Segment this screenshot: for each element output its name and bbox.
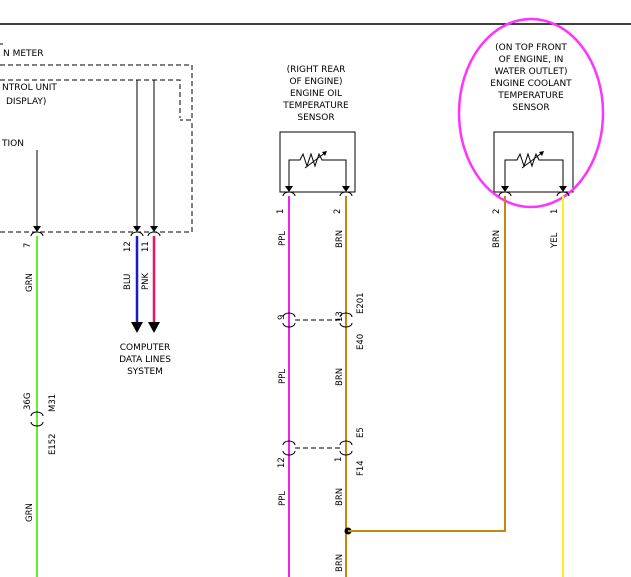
control-unit-inner-box [0,79,181,118]
grn-wire-label-bottom: GRN [25,503,35,522]
coolant-brn-wire-label: BRN [492,230,502,248]
coolant-brn-pin: 2 [492,209,502,214]
coolant-thermistor-icon [521,151,544,169]
grn-wire: 7 GRN 36G M31 E152 GRN [23,231,58,577]
oil-sensor-line3: ENGINE OIL [290,89,342,99]
pnk-pin-label: 11 [141,241,151,252]
brn-c2-pin: 1 [334,457,344,462]
ppl-wire-label-2: PPL [278,369,288,384]
grn-pin-label: 7 [23,243,33,248]
ppl-c1-pin: 9 [277,315,287,320]
blu-wire-label: BLU [123,274,133,290]
yel-wire-label: YEL [550,232,560,249]
grn-connector-pin: 36G [23,393,33,410]
ppl-wire-label-3: PPL [278,491,288,506]
highlight-oval [457,17,605,209]
brn-c1-pin: 13 [335,311,345,322]
coolant-sensor-box [493,131,574,193]
coolant-brn-wire: 2 BRN [348,191,512,532]
pnk-arrow-icon [148,322,160,333]
pnk-wire-label: PNK [141,273,151,290]
oil-sensor-box [279,131,356,193]
coolant-temp-sensor: (ON TOP FRONT OF ENGINE, IN WATER OUTLET… [457,17,605,209]
coolant-sensor-line3: WATER OUTLET) [494,67,567,77]
brn-wire-label-4: BRN [335,554,345,572]
ppl-wire: 1 PPL 9 PPL 12 PPL [276,191,296,577]
blu-arrow-icon [131,322,143,333]
thermistor-icon [304,151,327,169]
control-unit-box [0,64,193,233]
coolant-yel-pin: 1 [550,209,560,214]
oil-sensor-line5: SENSOR [297,113,334,123]
blu-pin-label: 12 [123,241,133,252]
ppl-wire-label-1: PPL [278,231,288,246]
computer-data-lines-line1: COMPUTER [120,343,171,353]
brn-wire: 2 BRN 13 E201 E40 BRN 1 E5 F14 BRN BRN [295,191,366,577]
brn-wire-label-3: BRN [335,488,345,506]
e201-connector-label: E201 [356,292,366,314]
oil-sensor-line1: (RIGHT REAR [287,65,346,75]
computer-data-lines-line2: DATA LINES [119,355,171,365]
control-unit-line2: DISPLAY) [6,97,46,107]
brn-wire-label-1: BRN [335,230,345,248]
coolant-sensor-line4: ENGINE COOLANT [490,79,572,89]
m31-connector-label: M31 [48,394,58,412]
oil-temp-sensor: (RIGHT REAR OF ENGINE) ENGINE OIL TEMPER… [279,65,356,193]
e40-connector-label: E40 [356,334,366,350]
ppl-c2-pin: 12 [277,457,287,468]
oil-ppl-pin: 1 [276,209,286,214]
coolant-sensor-line6: SENSOR [512,103,549,113]
e152-connector-label: E152 [48,433,58,455]
meter-label: N METER [3,49,43,59]
oil-sensor-line2: OF ENGINE) [289,77,342,87]
coolant-sensor-line2: OF ENGINE, IN [499,55,564,65]
control-unit-line1: NTROL UNIT [2,83,57,93]
e5-connector-label: E5 [356,427,366,438]
f14-connector-label: F14 [356,460,366,476]
oil-brn-pin: 2 [333,209,343,214]
computer-data-lines-line3: SYSTEM [127,367,163,377]
brn-wire-label-2: BRN [335,368,345,386]
data-line-wires: 12 11 BLU PNK COMPUTER DATA LINES SYSTEM [119,231,171,377]
coolant-sensor-line1: (ON TOP FRONT [495,43,567,53]
oil-sensor-line4: TEMPERATURE [282,101,349,111]
function-label: TION [1,139,24,149]
yel-wire: 1 YEL [550,191,570,577]
instrument-cluster: N METER NTROL UNIT DISPLAY) TION [0,43,193,233]
grn-wire-label-top: GRN [25,273,35,292]
coolant-sensor-line5: TEMPERATURE [497,91,564,101]
